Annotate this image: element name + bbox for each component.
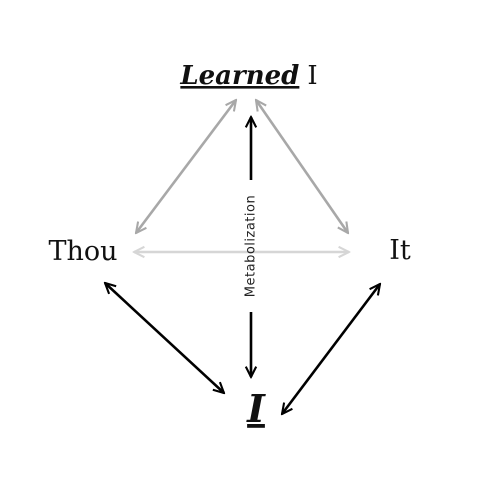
node-learned-i-suffix: I [307, 61, 317, 91]
arrow-thou-i [105, 283, 224, 393]
metabolization-label: Metabolization [244, 195, 259, 297]
node-learned-i-emphasis: Learned [179, 61, 299, 91]
arrow-learned-i-thou [136, 100, 236, 233]
arrow-it-i [282, 284, 380, 414]
arrow-learned-i-it [256, 100, 348, 233]
node-it: It [389, 235, 411, 266]
node-learned-i: Learned I [179, 61, 317, 91]
node-i: I [246, 386, 266, 431]
node-thou: Thou [48, 236, 117, 267]
